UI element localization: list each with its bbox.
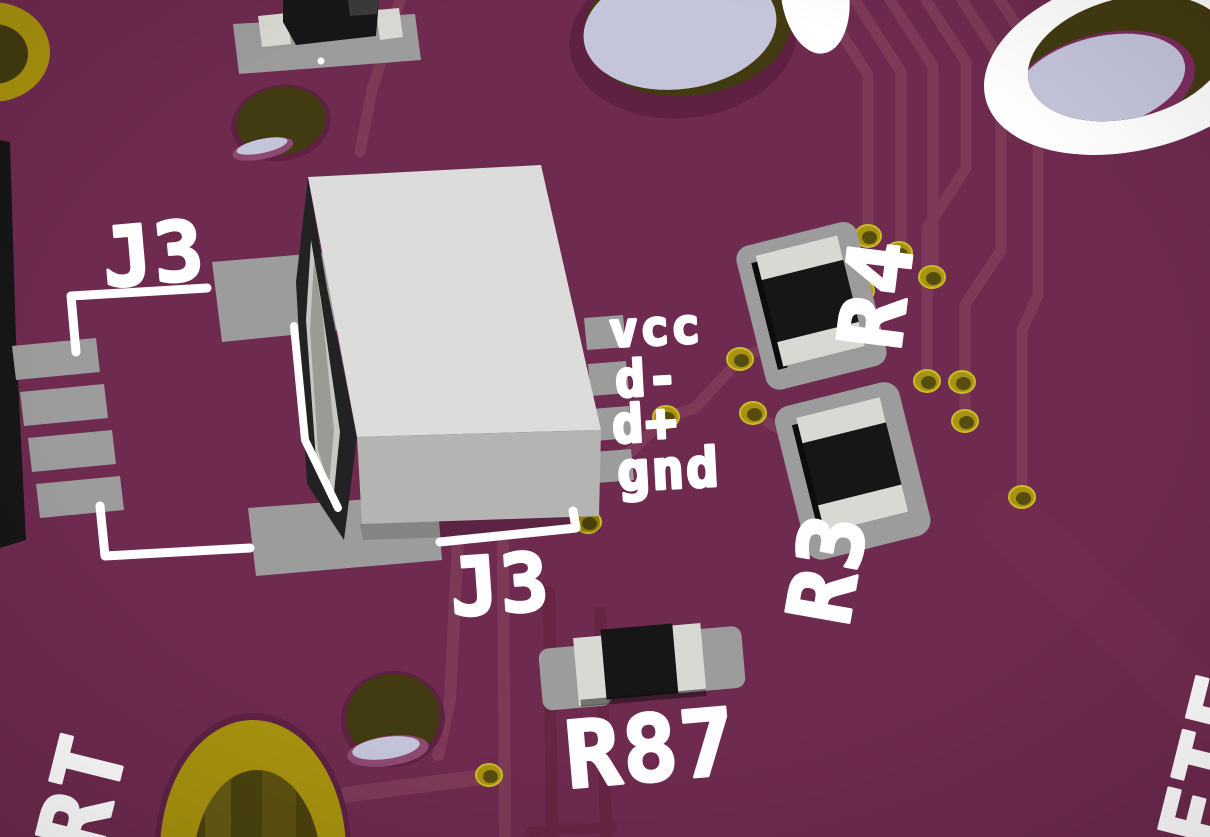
lighting-vignette (0, 0, 1210, 837)
pcb-3d-scene: J3 J3 vcc d- d+ gnd R4 R3 R87 RT ETE (0, 0, 1210, 837)
pcb-3d-viewport[interactable]: J3 J3 vcc d- d+ gnd R4 R3 R87 RT ETE (0, 0, 1210, 837)
